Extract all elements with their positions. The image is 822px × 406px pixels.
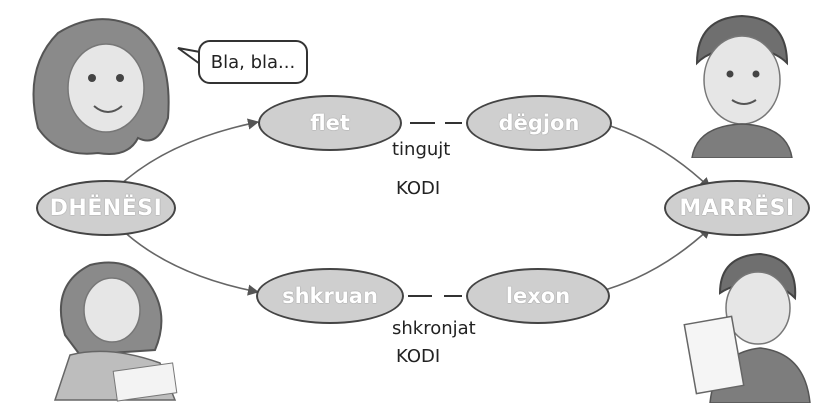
label-kodi-bottom: KODI xyxy=(396,346,441,367)
arrow-lexon-to-marresi xyxy=(597,227,711,293)
label-kodi-top: KODI xyxy=(396,178,441,199)
girl-writing-illustration xyxy=(53,261,178,402)
boy-listening-illustration xyxy=(691,14,793,158)
node-dhenesi: DHËNËSI xyxy=(36,180,176,236)
node-shkruan-label: shkruan xyxy=(282,284,378,308)
arrow-degjon-to-marresi xyxy=(597,121,711,189)
node-lexon-label: lexon xyxy=(505,284,571,308)
node-degjon-label: dëgjon xyxy=(498,111,580,135)
node-degjon: dëgjon xyxy=(466,95,612,151)
arrow-dhenesi-to-flet xyxy=(119,118,260,186)
label-shkronjat: shkronjat xyxy=(392,318,476,339)
speech-bubble-text: Bla, bla... xyxy=(210,51,296,73)
girl-talking-illustration xyxy=(32,18,170,155)
node-shkruan: shkruan xyxy=(256,268,404,324)
label-tingujt: tingujt xyxy=(392,139,451,160)
speech-bubble-tail xyxy=(177,47,201,65)
boy-reading-illustration xyxy=(683,252,811,403)
node-flet: flet xyxy=(258,95,402,151)
node-dhenesi-label: DHËNËSI xyxy=(49,195,163,221)
speech-bubble: Bla, bla... xyxy=(198,40,308,84)
node-marresi-label: MARRËSI xyxy=(679,195,795,221)
node-flet-label: flet xyxy=(310,111,350,135)
node-marresi: MARRËSI xyxy=(664,180,810,236)
arrow-dhenesi-to-shkruan xyxy=(119,227,260,296)
node-lexon: lexon xyxy=(466,268,610,324)
